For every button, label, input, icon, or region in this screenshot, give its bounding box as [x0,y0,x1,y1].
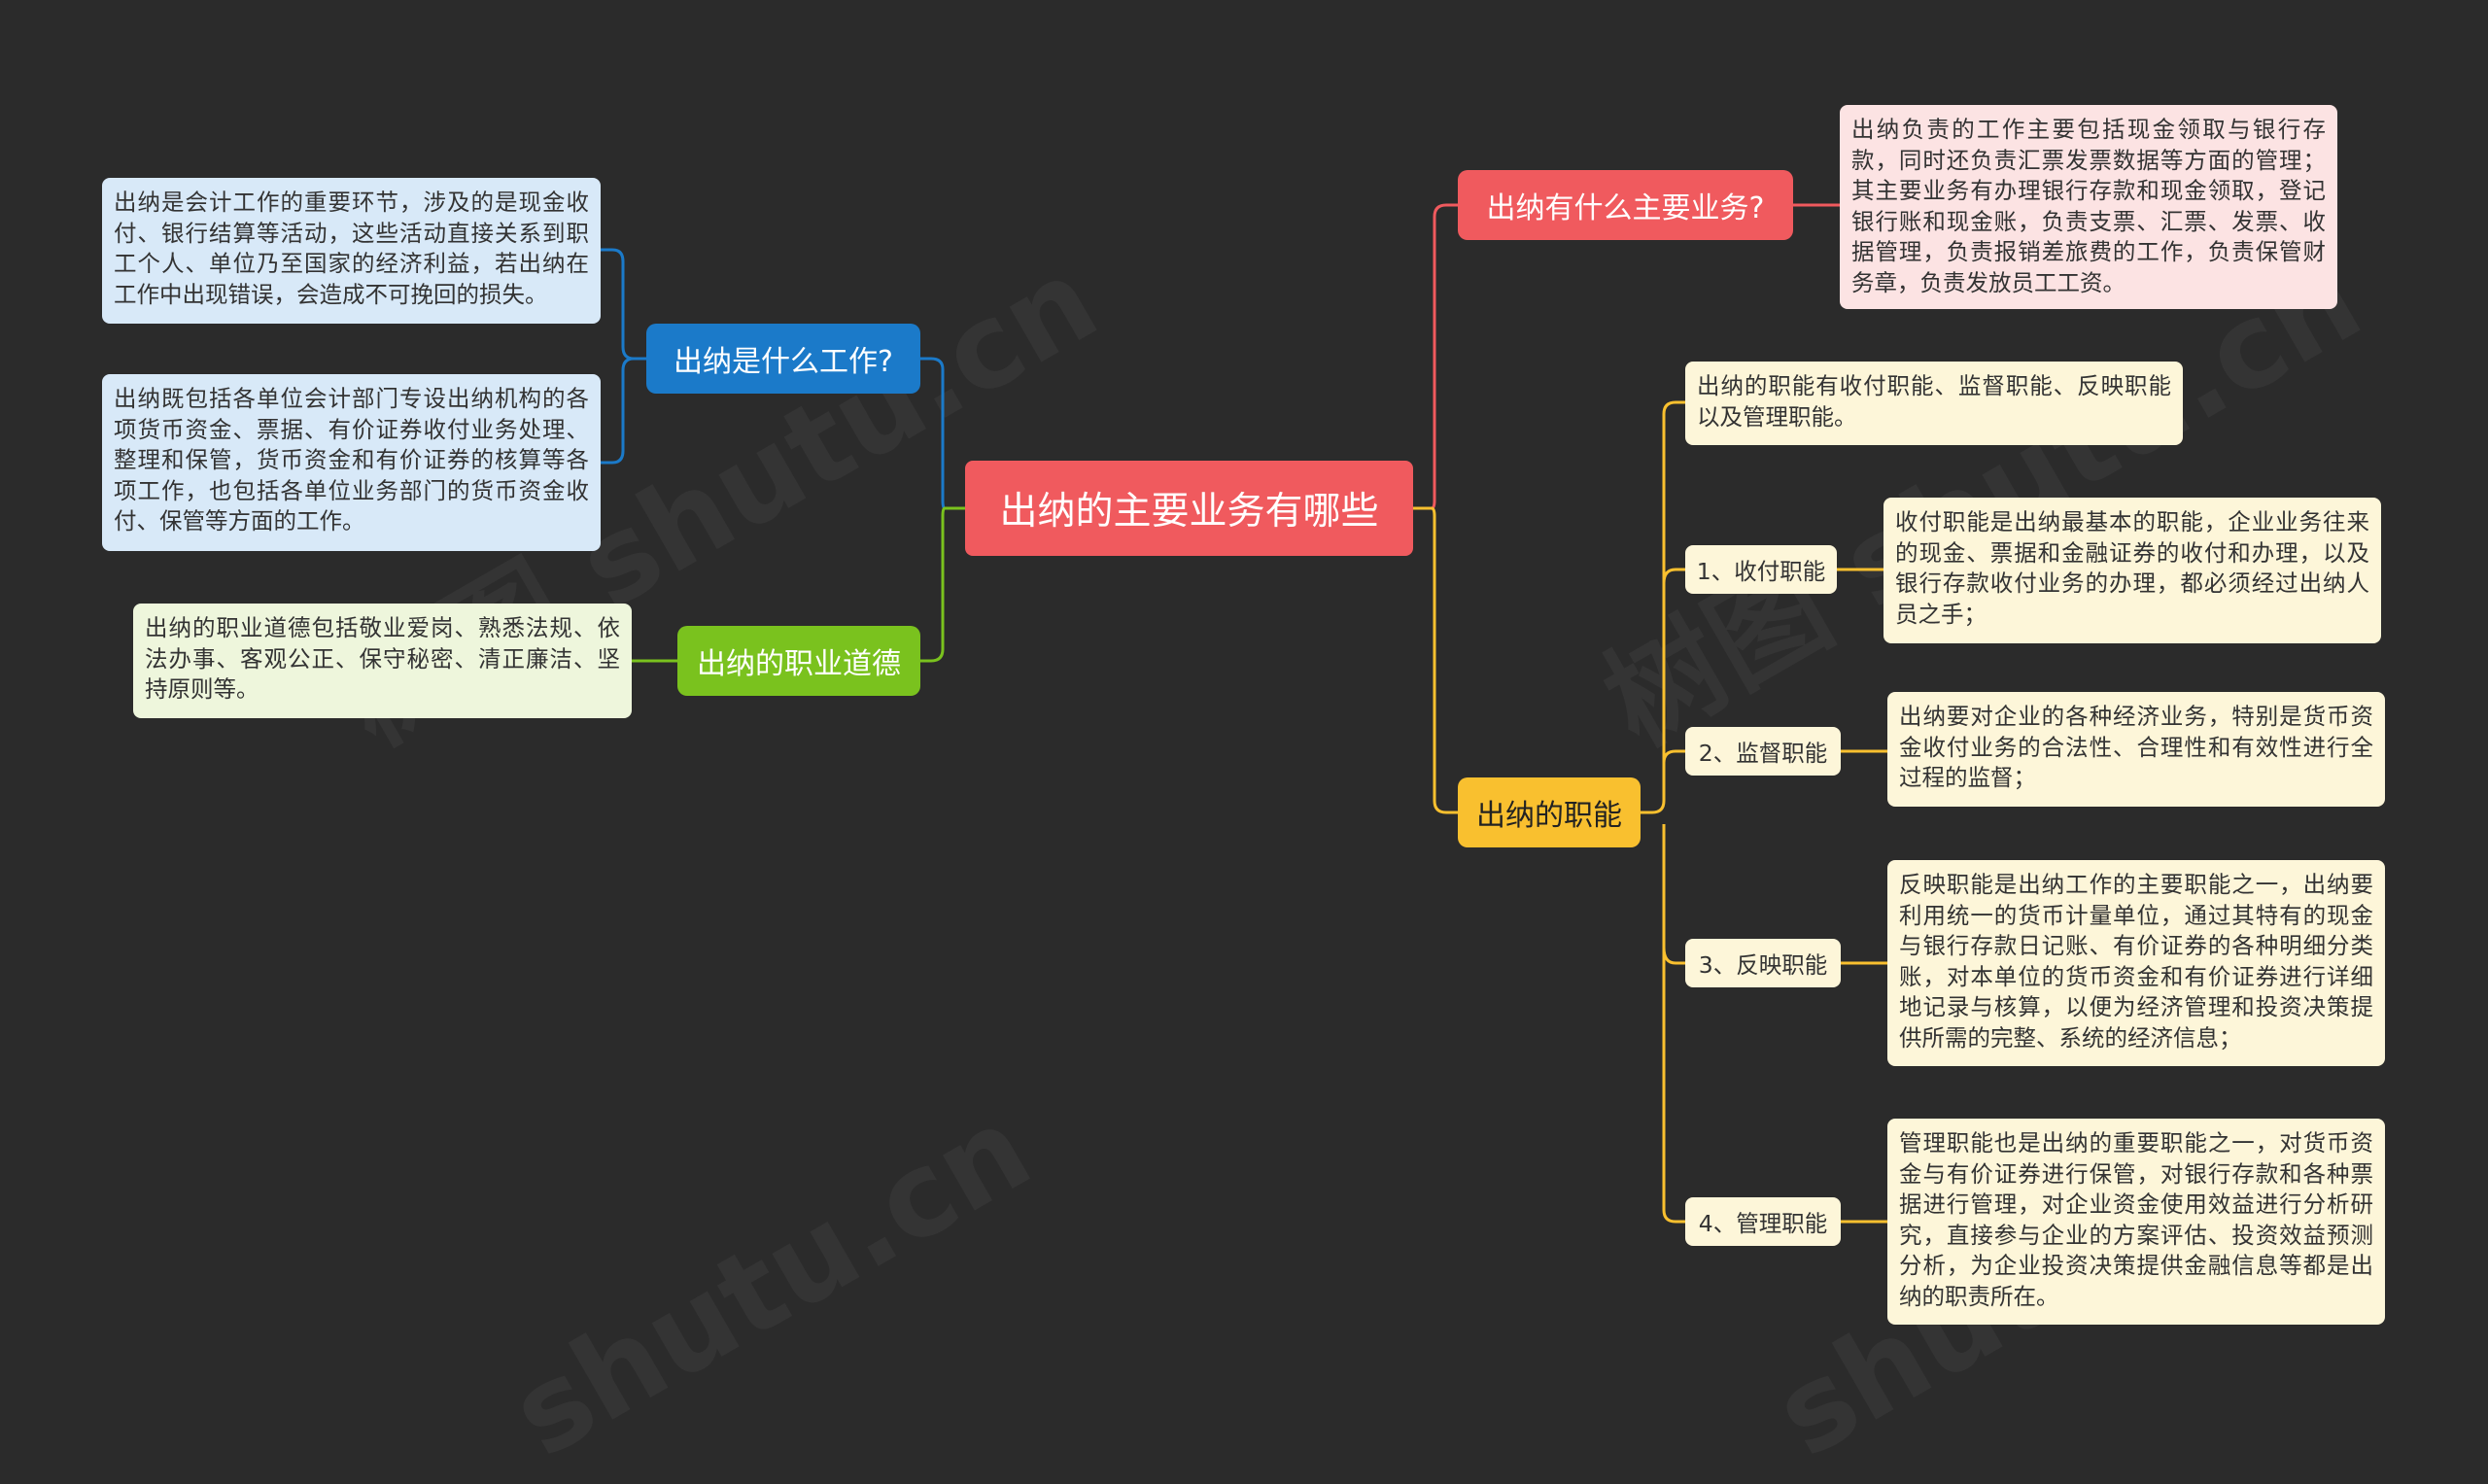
function-label: 4、管理职能 [1698,1210,1828,1237]
link-functions-item-4 [1662,1209,1685,1224]
link-root-ethics [920,506,965,663]
detail-text: 出纳既包括各单位会计部门专设出纳机构的各项货币资金、票据、有价证券收付业务处理、… [114,385,589,535]
connector-lines [601,203,1887,1224]
detail-what-work-2[interactable]: 出纳既包括各单位会计部门专设出纳机构的各项货币资金、票据、有价证券收付业务处理、… [102,374,601,551]
detail-ethics[interactable]: 出纳的职业道德包括敬业爱岗、熟悉法规、依法办事、客观公正、保守秘密、清正廉洁、坚… [133,604,632,718]
detail-function-manage[interactable]: 管理职能也是出纳的重要职能之一，对货币资金与有价证券进行保管，对银行存款和各种票… [1887,1119,2385,1325]
link-root-what-work [920,357,965,510]
link-functions-item-2 [1662,749,1685,764]
mind-map-canvas: 树图 shutu.cn 树图 shutu.cn shutu.cn shutu.c… [102,105,2385,1325]
branch-main-business[interactable]: 出纳有什么主要业务? [1458,170,1793,240]
function-item-supervise[interactable]: 2、监督职能 [1685,727,1841,776]
detail-text: 收付职能是出纳最基本的职能，企业业务往来的现金、票据和金融证券的收付和办理，以及… [1895,508,2369,628]
detail-text: 管理职能也是出纳的重要职能之一，对货币资金与有价证券进行保管，对银行存款和各种票… [1899,1129,2373,1310]
detail-text: 出纳负责的工作主要包括现金领取与银行存款，同时还负责汇票发票数据等方面的管理；其… [1851,116,2326,296]
link-what-work-detail-1 [601,248,646,361]
branch-ethics[interactable]: 出纳的职业道德 [677,626,920,696]
detail-text: 出纳的职能有收付职能、监督职能、反映职能以及管理职能。 [1697,372,2171,431]
branch-label: 出纳的职能 [1476,799,1622,833]
link-functions-item-1 [1662,568,1685,584]
function-item-collect[interactable]: 1、收付职能 [1685,545,1837,594]
root-topic[interactable]: 出纳的主要业务有哪些 [965,461,1413,556]
detail-function-reflect[interactable]: 反映职能是出纳工作的主要职能之一，出纳要利用统一的货币计量单位，通过其特有的现金… [1887,860,2385,1066]
detail-text: 反映职能是出纳工作的主要职能之一，出纳要利用统一的货币计量单位，通过其特有的现金… [1899,871,2373,1052]
detail-functions-intro[interactable]: 出纳的职能有收付职能、监督职能、反映职能以及管理职能。 [1685,362,2183,445]
function-item-manage[interactable]: 4、管理职能 [1685,1197,1841,1246]
function-label: 1、收付职能 [1696,558,1826,585]
detail-text: 出纳是会计工作的重要环节，涉及的是现金收付、银行结算等活动，这些活动直接关系到职… [114,189,589,308]
detail-what-work-1[interactable]: 出纳是会计工作的重要环节，涉及的是现金收付、银行结算等活动，这些活动直接关系到职… [102,178,601,324]
detail-text: 出纳的职业道德包括敬业爱岗、熟悉法规、依法办事、客观公正、保守秘密、清正廉洁、坚… [145,614,620,703]
function-item-reflect[interactable]: 3、反映职能 [1685,939,1841,987]
detail-text: 出纳要对企业的各种经济业务，特别是货币资金收付业务的合法性、合理性和有效性进行全… [1899,703,2373,791]
detail-main-business[interactable]: 出纳负责的工作主要包括现金领取与银行存款，同时还负责汇票发票数据等方面的管理；其… [1840,105,2337,309]
branch-functions[interactable]: 出纳的职能 [1458,777,1641,847]
detail-function-supervise[interactable]: 出纳要对企业的各种经济业务，特别是货币资金收付业务的合法性、合理性和有效性进行全… [1887,692,2385,807]
link-functions-intro [1641,400,1685,814]
link-functions-item-3 [1662,947,1685,965]
branch-label: 出纳是什么工作? [674,345,893,379]
link-root-main-business [1413,203,1458,510]
link-root-functions [1413,506,1458,814]
branch-what-work[interactable]: 出纳是什么工作? [646,324,920,394]
function-label: 3、反映职能 [1698,951,1828,979]
function-label: 2、监督职能 [1698,740,1828,767]
branch-label: 出纳的职业道德 [697,647,901,681]
link-what-work-detail-2 [601,357,646,465]
branch-label: 出纳有什么主要业务? [1486,191,1765,225]
root-title: 出纳的主要业务有哪些 [999,490,1379,534]
detail-function-collect[interactable]: 收付职能是出纳最基本的职能，企业业务往来的现金、票据和金融证券的收付和办理，以及… [1883,498,2381,643]
